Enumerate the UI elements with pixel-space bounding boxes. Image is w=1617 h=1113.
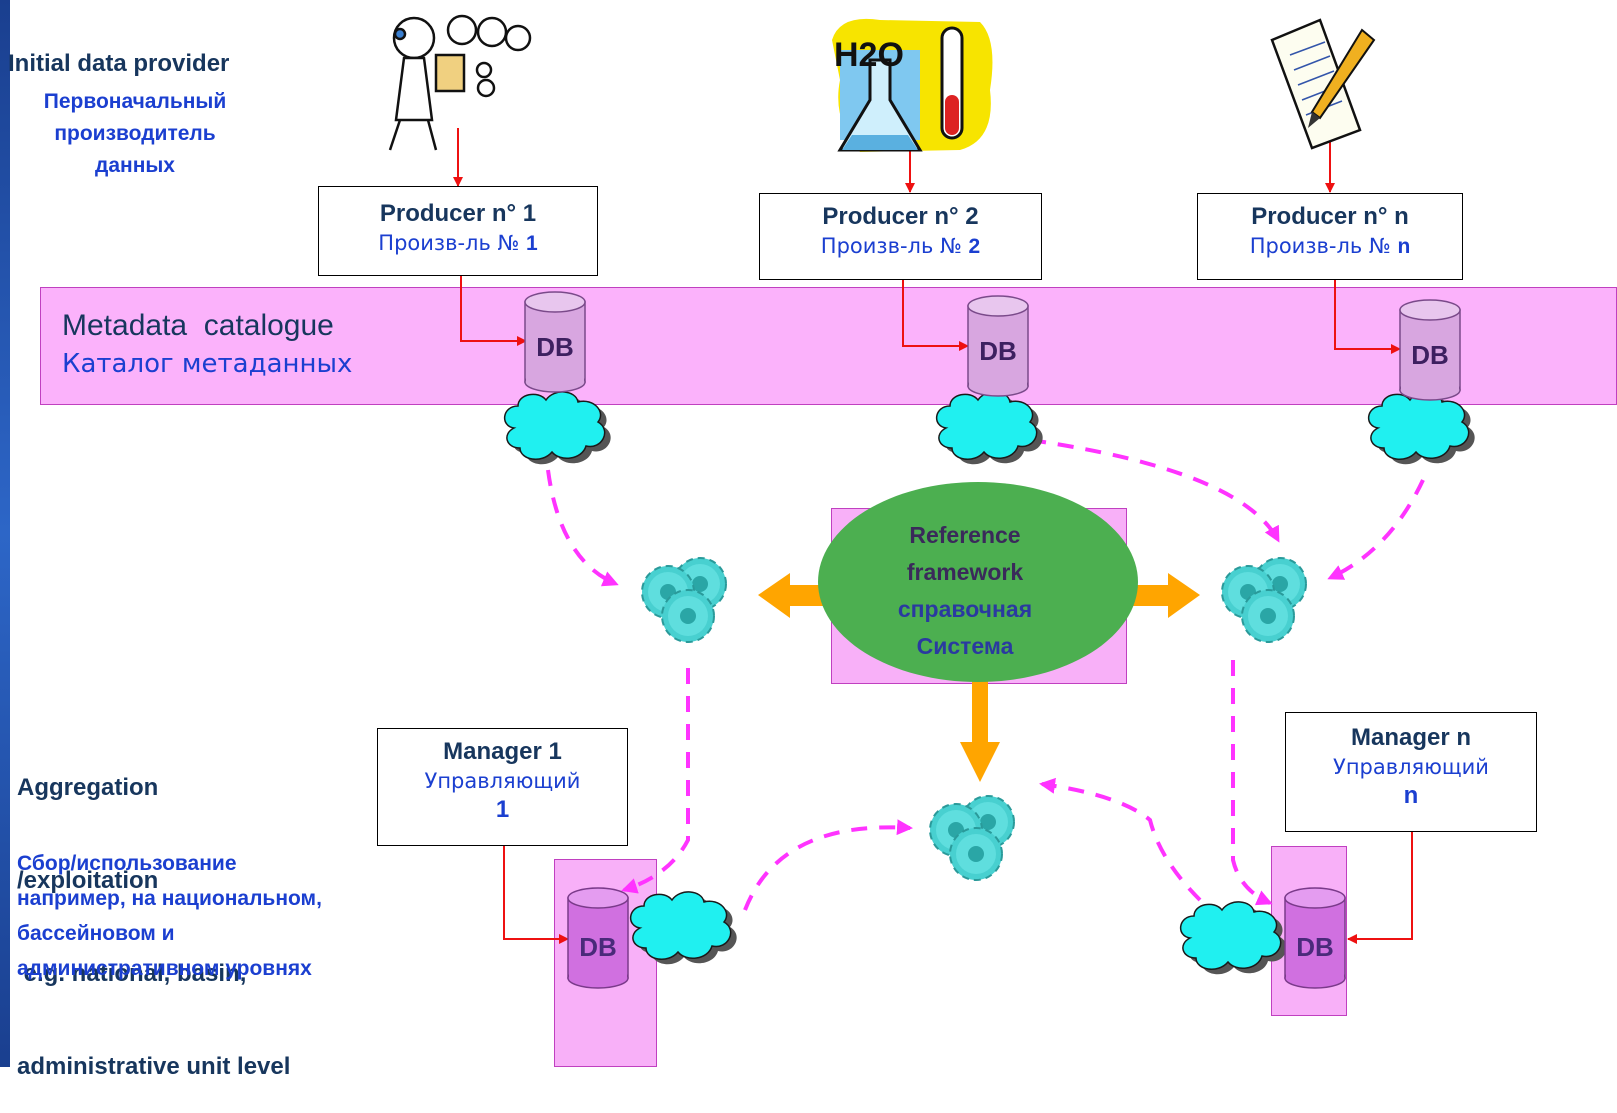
db-label-4: DB	[579, 932, 617, 962]
cloud-4	[629, 891, 737, 965]
manager-1-title: Manager 1	[443, 738, 562, 765]
db-label-3: DB	[1411, 340, 1449, 370]
manager-n-box: Manager n Управляющий n	[1285, 712, 1537, 832]
metadata-label-en: Metadata catalogue	[62, 309, 334, 342]
cloud-5	[1179, 901, 1287, 975]
provider-label-en: Initial data provider	[8, 50, 230, 77]
db-label-5: DB	[1296, 932, 1334, 962]
producer-n-title: Producer n° n	[1251, 203, 1409, 230]
db-label-2: DB	[979, 336, 1017, 366]
aggregation-label-ru: Сбор/использование например, на национал…	[17, 852, 322, 980]
db-label-1: DB	[536, 332, 574, 362]
provider-label-ru: Первоначальный производитель данных	[43, 90, 227, 177]
producer-2-box: Producer n° 2 Произв-ль № 2	[759, 193, 1042, 280]
provider-person-clipart	[388, 14, 532, 151]
cloud-3	[1367, 391, 1475, 465]
slide-edge-bar	[0, 0, 10, 1067]
manager-n-title: Manager n	[1350, 724, 1472, 751]
reference-framework-label: Reference framework справочная Система	[897, 522, 1033, 659]
producer-1-box: Producer n° 1 Произв-ль № 1	[318, 186, 598, 276]
metadata-label-ru: Каталог метаданных	[62, 349, 353, 379]
cloud-2	[935, 391, 1043, 465]
metadata-catalogue-band	[40, 287, 1617, 405]
h2o-label: H2O	[834, 36, 904, 74]
cloud-1	[503, 391, 611, 465]
chemistry-clipart: H2O	[832, 18, 993, 152]
producer-n-box: Producer n° n Произв-ль № n	[1197, 193, 1463, 280]
producer-2-title: Producer n° 2	[822, 203, 979, 230]
notepad-clipart	[1270, 18, 1376, 150]
diagram-graphics: H2O	[388, 14, 1475, 989]
producer-1-title: Producer n° 1	[379, 200, 537, 227]
manager-1-box: Manager 1 Управляющий 1	[377, 728, 628, 846]
